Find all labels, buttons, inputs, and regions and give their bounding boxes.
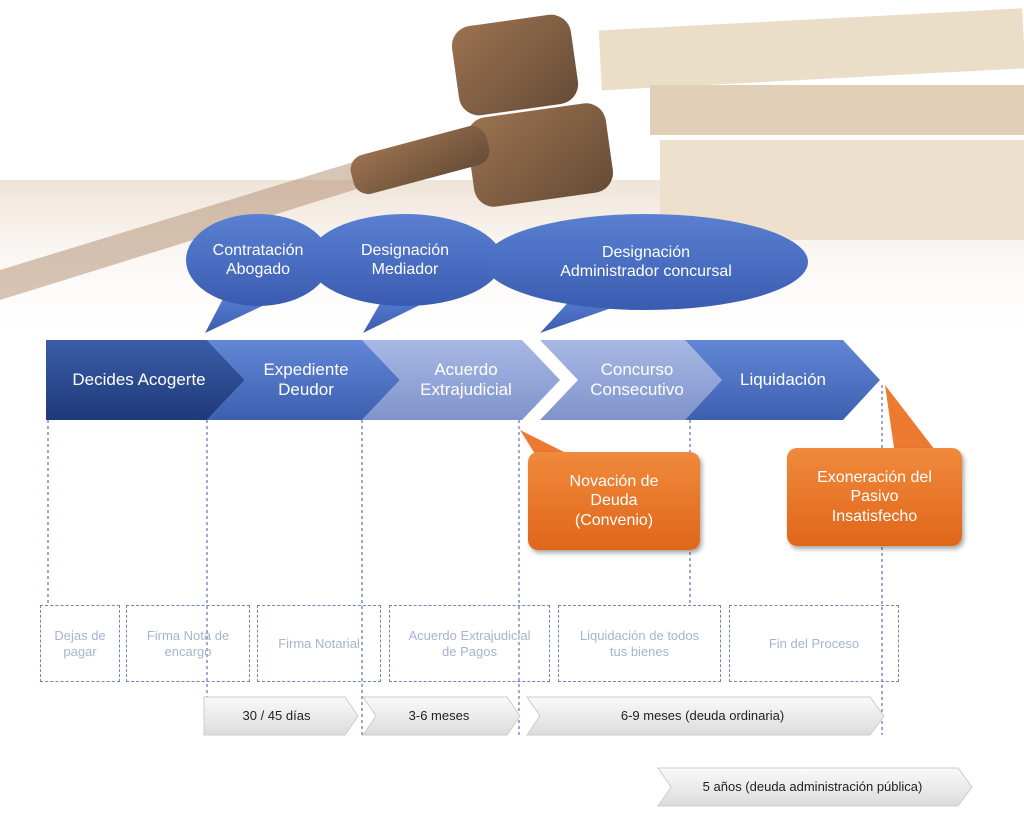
duration-3-6-meses: 3-6 meses <box>408 708 470 724</box>
duration-5-anos: 5 años (deuda administración pública) <box>702 779 923 795</box>
connector-lines <box>47 385 883 735</box>
milestone-firma-nota-encargo: Firma Nota de encargo <box>126 605 250 682</box>
speech-bubbles <box>186 214 808 333</box>
duration-30-45-dias: 30 / 45 días <box>242 708 311 724</box>
stage-concurso-consecutivo: Concurso Consecutivo <box>590 359 684 399</box>
stage-decides-acogerte: Decides Acogerte <box>72 369 206 389</box>
duration-arrows <box>203 696 973 807</box>
milestone-liquidacion-bienes: Liquidación de todos tus bienes <box>558 605 721 682</box>
gavel-books-background <box>0 8 1024 350</box>
milestone-fin-proceso: Fin del Proceso <box>729 605 899 682</box>
outcome-novacion-deuda: Novación de Deuda (Convenio) <box>528 452 700 550</box>
milestone-firma-notarial: Firma Notarial <box>257 605 381 682</box>
bubble-designacion-administrador: Designación Administrador concursal <box>560 243 732 280</box>
stage-acuerdo-extrajudicial: Acuerdo Extrajudicial <box>420 359 512 399</box>
stage-expediente-deudor: Expediente Deudor <box>263 359 349 399</box>
outcome-exoneracion-pasivo: Exoneración del Pasivo Insatisfecho <box>787 448 962 546</box>
milestone-acuerdo-extrajudicial-pagos: Acuerdo Extrajudicial de Pagos <box>389 605 550 682</box>
duration-6-9-meses: 6-9 meses (deuda ordinaria) <box>620 708 785 724</box>
milestone-dejas-de-pagar: Dejas de pagar <box>40 605 120 682</box>
bubble-contratacion-abogado: Contratación Abogado <box>212 241 304 278</box>
process-chevrons <box>46 340 880 420</box>
bubble-designacion-mediador: Designación Mediador <box>360 241 450 278</box>
stage-liquidacion: Liquidación <box>739 369 826 389</box>
